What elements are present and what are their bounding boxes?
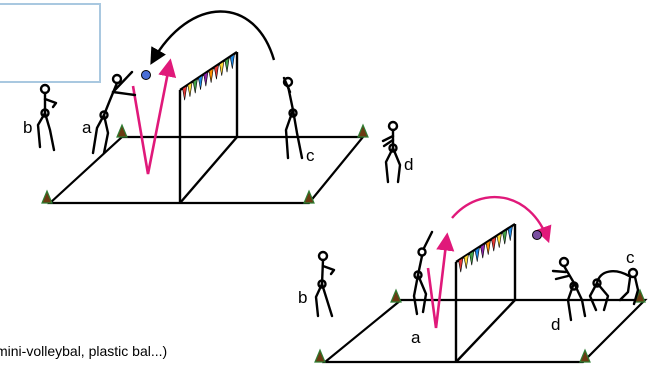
pass-arc-arrow xyxy=(150,10,276,65)
bunting-flag xyxy=(229,53,235,69)
footnote-text: mini-volleybal, plastic bal...) xyxy=(0,343,167,359)
player-c xyxy=(588,267,640,312)
bunting-flag xyxy=(208,67,214,83)
cone-marker xyxy=(303,189,315,204)
bunting-flag xyxy=(496,232,502,248)
net-bottom xyxy=(454,222,517,363)
player-label-c: c xyxy=(626,248,635,267)
player-label-d: d xyxy=(404,155,413,174)
player-label-c: c xyxy=(306,146,315,165)
bunting-flag xyxy=(469,250,475,266)
bunting-flag xyxy=(192,78,198,94)
bunting-flag xyxy=(463,253,469,269)
player-c xyxy=(282,76,304,160)
player-a xyxy=(91,70,137,155)
ball xyxy=(532,230,542,240)
pass-arc-arrow xyxy=(451,195,552,244)
court-top xyxy=(47,135,366,205)
player-label-a: a xyxy=(411,328,421,347)
bunting-flag xyxy=(502,229,508,245)
hit-arrow xyxy=(426,232,455,329)
player-b xyxy=(314,250,336,318)
cones-top xyxy=(41,123,369,204)
bunting-flag xyxy=(187,81,193,97)
bunting-flag xyxy=(491,236,497,252)
player-label-d: d xyxy=(551,315,560,334)
bunting-flag xyxy=(198,74,204,90)
ball xyxy=(141,70,151,80)
cone-marker xyxy=(41,189,53,204)
bunting-flag xyxy=(182,85,188,101)
cone-marker xyxy=(116,123,128,138)
bunting-flag xyxy=(203,71,209,87)
top-scene: a b c d xyxy=(23,10,413,205)
cone-marker xyxy=(357,123,369,138)
cone-marker xyxy=(390,288,402,303)
bunting-flag xyxy=(507,225,513,241)
player-a xyxy=(412,230,434,316)
bunting-flag xyxy=(474,246,480,262)
bunting-flags xyxy=(182,53,235,101)
bunting-flags xyxy=(458,225,513,273)
bunting-flag xyxy=(458,257,464,273)
cone-marker xyxy=(314,348,326,363)
bunting-flag xyxy=(480,243,486,259)
player-d xyxy=(381,120,402,184)
cones-bottom xyxy=(314,288,646,363)
bunting-flag xyxy=(485,239,491,255)
bunting-flag xyxy=(219,60,225,76)
bunting-flag xyxy=(213,64,219,80)
net-top xyxy=(178,51,239,204)
player-d xyxy=(551,256,587,322)
player-label-a: a xyxy=(82,118,92,137)
player-label-b: b xyxy=(298,288,307,307)
bottom-scene: a b d xyxy=(298,195,648,364)
player-b xyxy=(36,83,58,152)
player-label-b: b xyxy=(23,118,32,137)
hit-arrow xyxy=(131,58,177,175)
bunting-flag xyxy=(224,57,230,73)
text-box xyxy=(0,3,101,83)
cone-marker xyxy=(579,348,591,363)
